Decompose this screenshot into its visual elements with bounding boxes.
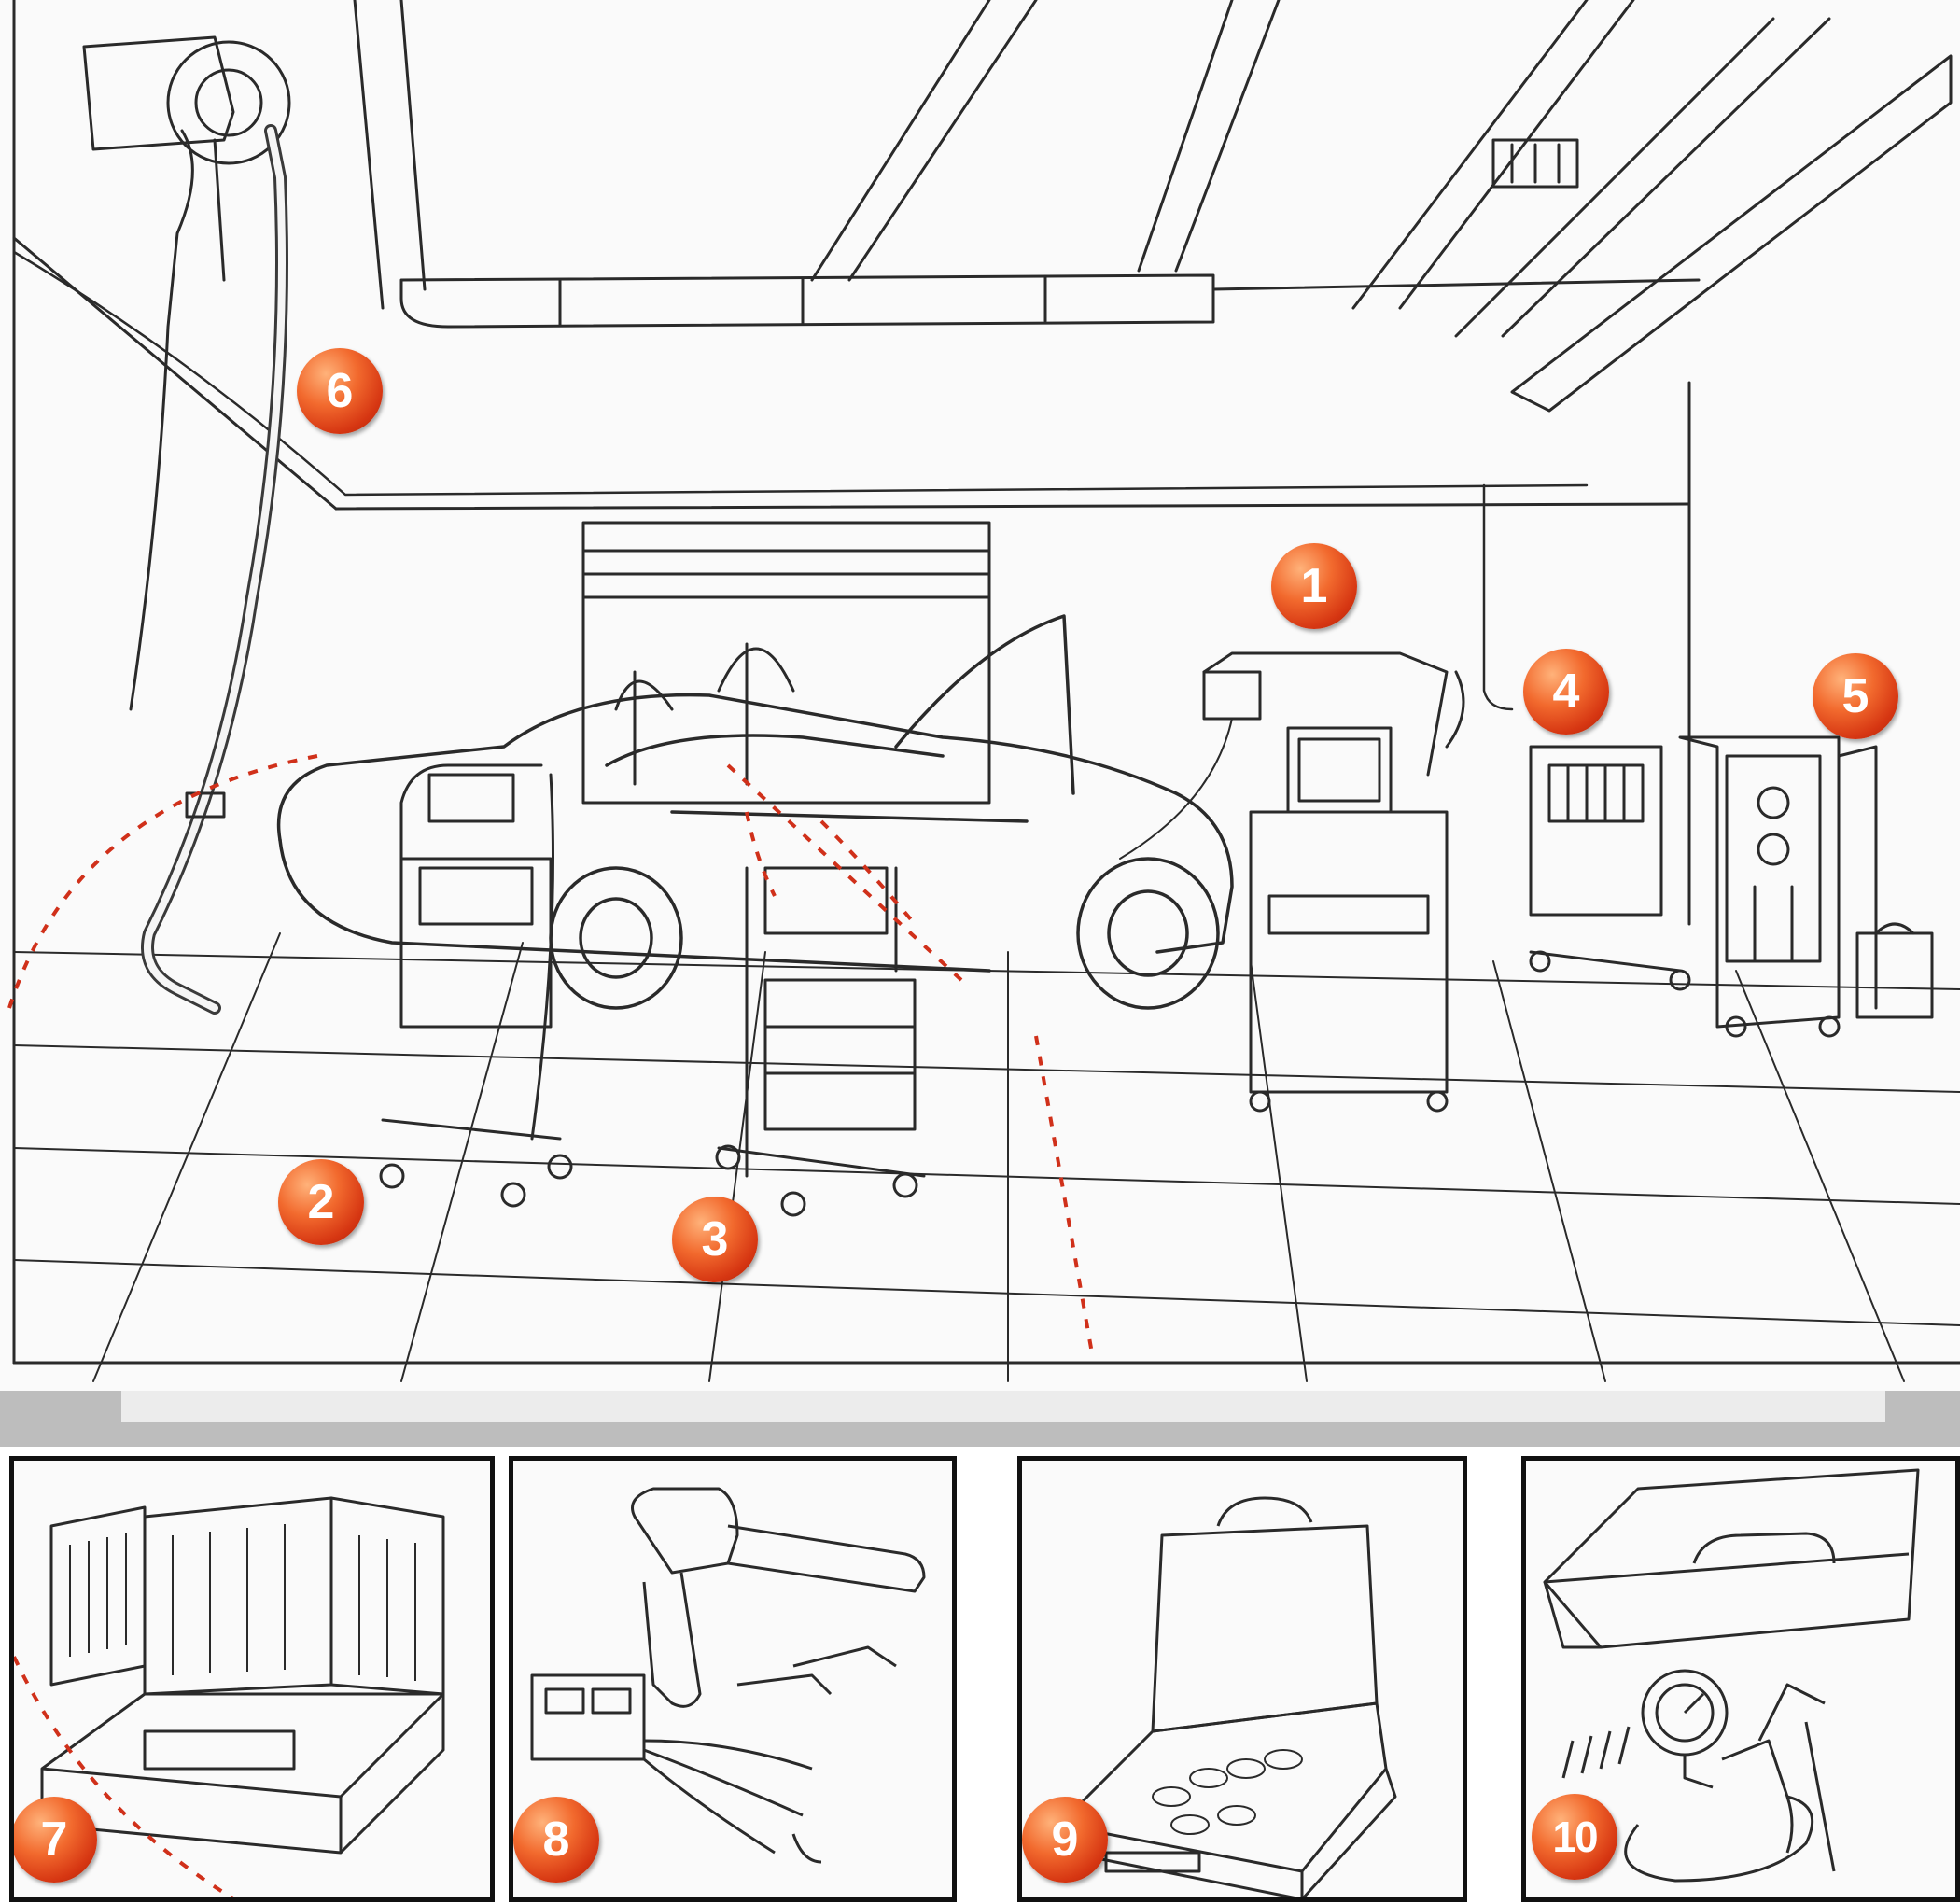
car-open-hood — [894, 614, 1075, 795]
injector-test-stand — [1529, 745, 1691, 991]
panel-tool-case: 9 — [1017, 1456, 1467, 1902]
car-rear-wheel — [549, 866, 683, 1010]
floor-toolcase — [1855, 931, 1934, 1019]
panel-compression-gauge: 10 — [1521, 1456, 1960, 1902]
callout-2: 2 — [278, 1159, 364, 1245]
panel-tool-kit: 7 — [9, 1456, 495, 1902]
ceiling-duct — [399, 138, 1579, 329]
workshop-scene: 1 2 3 4 5 6 — [7, 0, 1960, 1382]
car-front-wheel — [1076, 857, 1220, 1010]
diagnostic-monitor — [1286, 726, 1393, 814]
callout-9: 9 — [1022, 1797, 1108, 1883]
callout-3: 3 — [672, 1197, 758, 1282]
engine-diagnostic-stand — [1119, 651, 1465, 1113]
panel-stroboscope: 8 — [509, 1456, 957, 1902]
motor-tester-cart — [715, 866, 926, 1217]
workshop-illustration — [7, 0, 1960, 1382]
tool-kit-illustration — [14, 1496, 445, 1897]
car — [276, 614, 1234, 1010]
callout-10: 10 — [1532, 1794, 1617, 1880]
ac-service-station — [1678, 735, 1878, 1038]
exhaust-extraction-reel — [82, 35, 291, 1015]
callout-4: 4 — [1523, 649, 1609, 735]
floor-tiles — [13, 932, 1960, 1382]
separator-highlight — [121, 1391, 1885, 1422]
air-hose-line — [12, 250, 1589, 497]
callout-5: 5 — [1813, 653, 1898, 739]
compression-gauge-illustration — [1543, 1468, 1920, 1883]
stroboscope-illustration — [530, 1487, 926, 1864]
callout-6: 6 — [297, 348, 383, 434]
back-window — [581, 521, 991, 805]
callout-1: 1 — [1271, 543, 1357, 629]
guide-lines — [7, 754, 1094, 1354]
back-wall-left — [12, 236, 338, 511]
ceiling-beams — [353, 0, 1953, 413]
gas-analyzer-cart — [379, 763, 573, 1208]
callout-8: 8 — [513, 1797, 599, 1883]
callout-7: 7 — [14, 1797, 97, 1883]
